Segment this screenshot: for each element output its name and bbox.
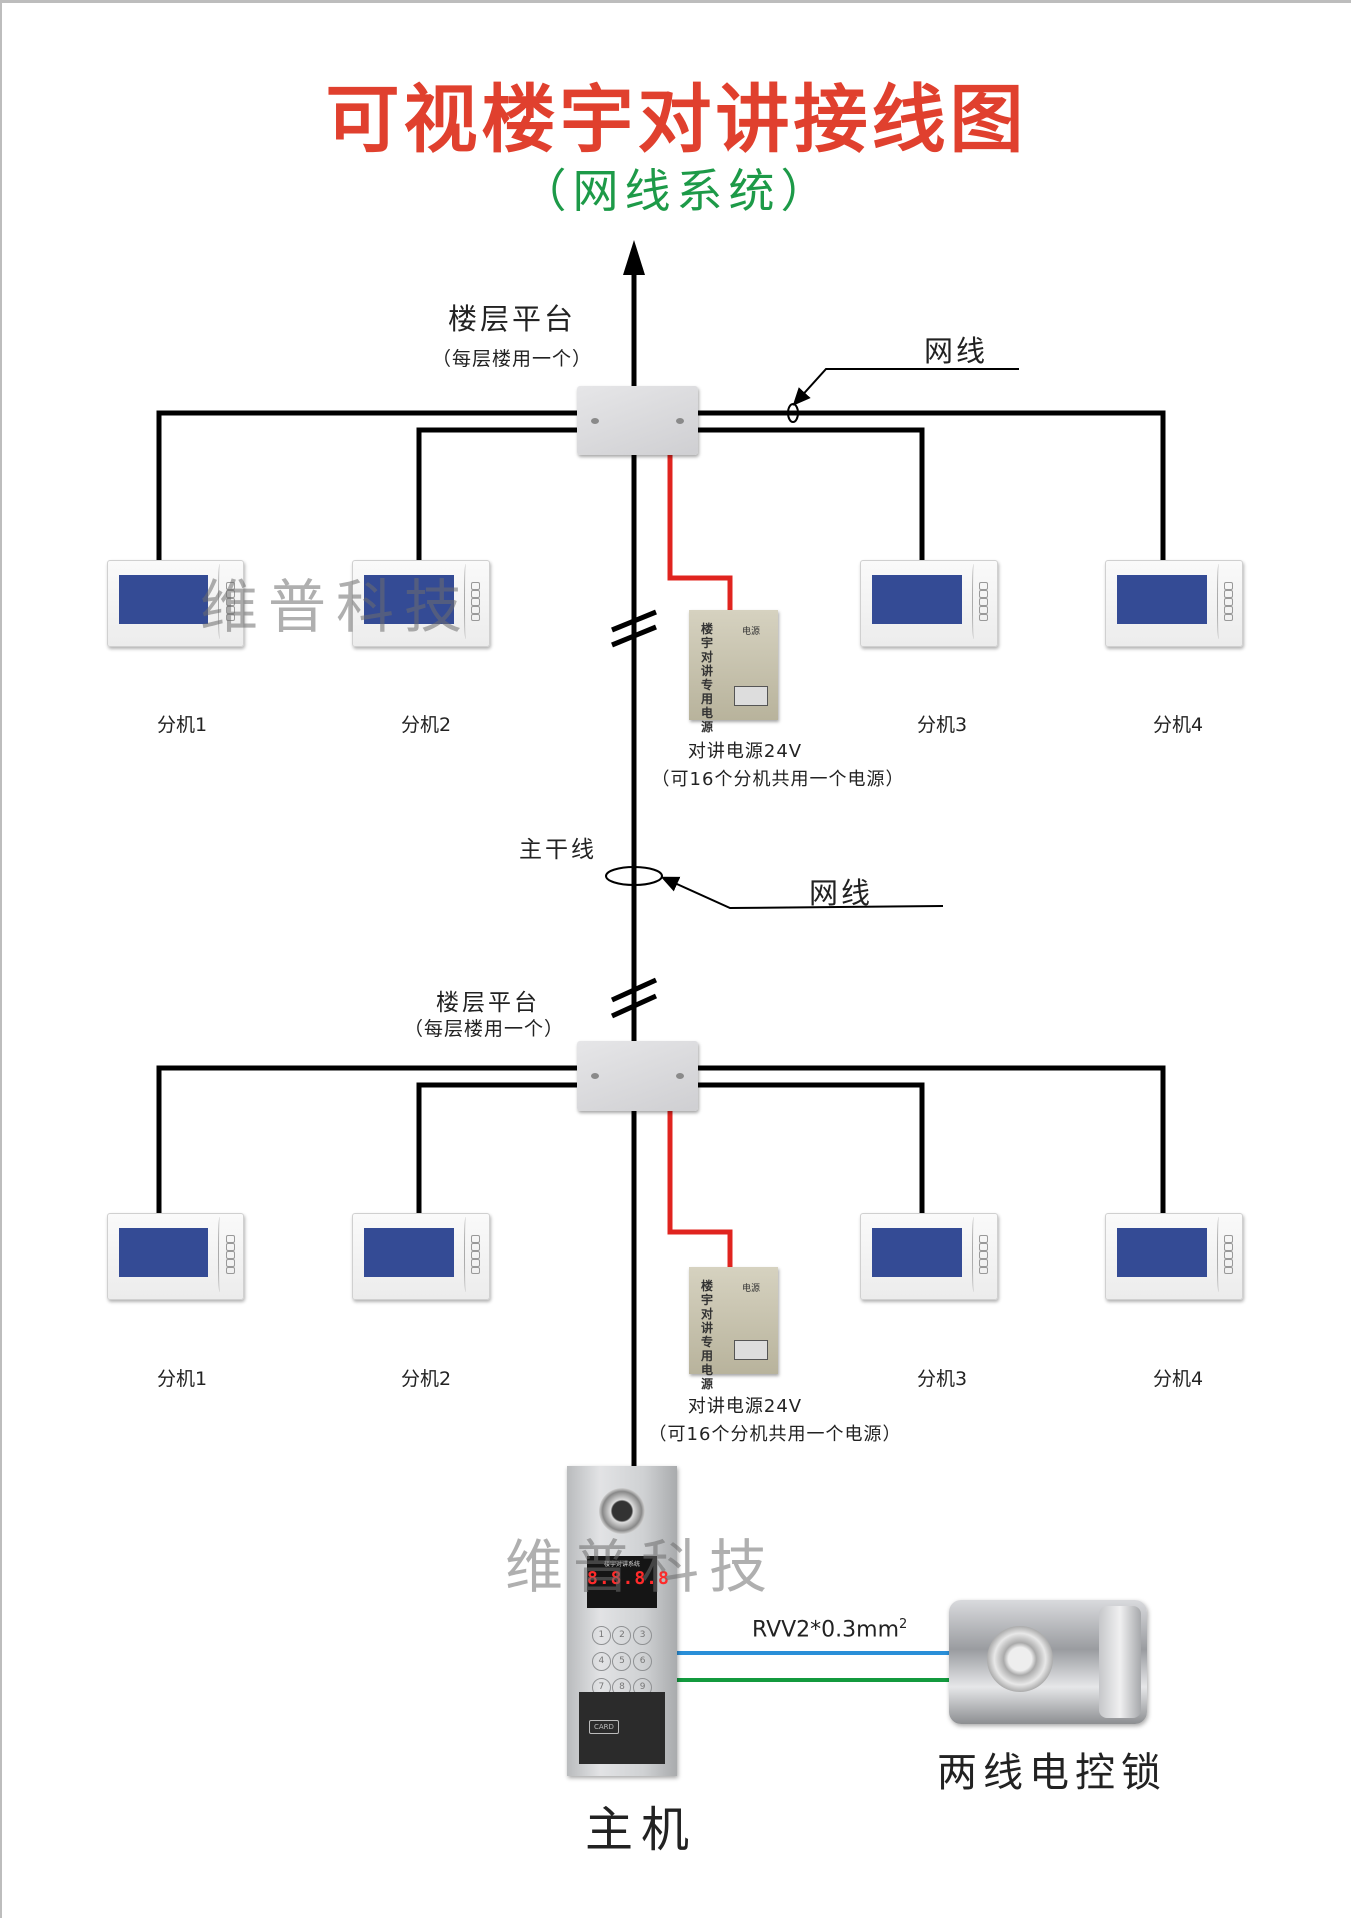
floor-1-extension-1-label: 分机1 [156,714,208,736]
floor-1-power-label: 对讲电源24V [687,741,803,762]
floor-1-extension-4-label: 分机4 [1152,714,1204,736]
floor-1-extension-3-label: 分机3 [916,714,968,736]
floor-2-extension-2-label: 分机2 [400,1368,452,1390]
floor-2-extension-4-label: 分机4 [1152,1368,1204,1390]
floor-2-power-label: 对讲电源24V [687,1396,803,1417]
monitor-screen [363,575,454,624]
monitor-screen [1116,1228,1207,1277]
floor-2-extension-2-monitor [352,1213,490,1300]
monitor-screen [363,1228,454,1277]
trunk-line-label: 主干线 [519,837,597,863]
monitor-screen [871,575,962,624]
floor-2-extension-1-monitor [107,1213,244,1300]
key-4: 4 [591,1652,611,1671]
screw-icon [591,1073,599,1080]
break-mark-1 [611,609,657,648]
cable-spec-superscript: 2 [899,1617,908,1632]
electric-lock [949,1600,1147,1724]
network-cable-label-top: 网线 [923,334,989,368]
floor-1-extension-3-monitor [860,560,998,647]
floor-1-extension-4-monitor [1105,560,1243,647]
power-supply-nameplate [734,1340,768,1360]
main-unit-display: 楼宇对讲系统 8.8.8.8 [587,1556,670,1608]
floor-2-power-note: （可16个分机共用一个电源） [648,1424,902,1445]
monitor-screen [871,1228,962,1277]
main-unit-panel: 楼宇对讲系统 8.8.8.8 1 2 3 4 5 6 7 8 9 * 0 # C… [567,1466,677,1776]
floor-2-cables [156,1065,1166,1213]
key-2: 2 [612,1626,632,1645]
monitor-screen [118,575,208,624]
callout-leader-trunk [660,876,944,910]
power-supply-device-text: 楼宇对讲专用电源 [701,622,714,734]
callout-leader-top [792,368,1019,406]
card-reader: CARD [579,1692,665,1764]
floor-1-extension-2-label: 分机2 [400,714,452,736]
floor-2-power-cable [667,1111,733,1267]
display-digits: 8.8.8.8 [587,1568,670,1589]
floor-2-extension-3-label: 分机3 [916,1368,968,1390]
floor-2-platform-box [577,1041,698,1111]
power-supply-nameplate [734,686,768,706]
floor-2-extension-3-monitor [860,1213,998,1300]
floor-1-platform-label: 楼层平台 [447,302,577,336]
main-unit-label: 主机 [584,1802,698,1858]
floor-1-power-note: （可16个分机共用一个电源） [651,769,905,790]
floor-2-platform-note: （每层楼用一个） [403,1018,565,1040]
floor-1-power-cable [667,455,733,610]
floor-1-cables [156,410,1166,560]
lock-knob-icon [987,1626,1053,1692]
floor-1-extension-2-monitor [352,560,490,647]
diagram-subtitle: （网线系统） [520,164,833,218]
cable-marker-trunk [605,866,663,886]
display-title: 楼宇对讲系统 [603,1561,640,1568]
diagram-title: 可视楼宇对讲接线图 [325,77,1028,163]
floor-2-power-supply: 楼宇对讲专用电源 电源 [689,1267,778,1391]
screw-icon [676,1073,684,1080]
monitor-screen [118,1228,208,1277]
screw-icon [591,417,599,424]
network-cable-label-trunk: 网线 [808,876,874,910]
floor-2-extension-4-monitor [1105,1213,1243,1300]
screw-icon [676,417,684,424]
key-1: 1 [591,1626,611,1645]
floor-1-extension-1-monitor [107,560,244,647]
floor-2-platform-label: 楼层平台 [436,990,540,1016]
floor-2-extension-1-label: 分机1 [156,1368,208,1390]
cable-spec-text: RVV2*0.3mm [752,1617,900,1643]
key-6: 6 [633,1652,653,1671]
lock-label: 两线电控锁 [937,1750,1167,1796]
lock-bolt [1099,1606,1141,1718]
watermark-top: 维普科技 [200,573,473,641]
power-supply-tag: 电源 [741,627,760,637]
power-supply-device-text: 楼宇对讲专用电源 [701,1279,714,1391]
trunk-arrow-head [623,240,645,275]
floor-1-platform-box [577,386,698,455]
camera-icon [599,1488,645,1534]
lock-cable-spec: RVV2*0.3mm2 [752,1617,907,1642]
watermark-bottom: 维普科技 [505,1533,778,1601]
power-supply-tag: 电源 [741,1284,760,1294]
key-5: 5 [612,1652,632,1671]
monitor-screen [1116,575,1207,624]
floor-1-platform-note: （每层楼用一个） [431,348,593,370]
key-3: 3 [633,1626,653,1645]
break-mark-2 [610,977,658,1019]
card-icon: CARD [589,1720,619,1734]
floor-1-power-supply: 楼宇对讲专用电源 电源 [689,610,778,734]
